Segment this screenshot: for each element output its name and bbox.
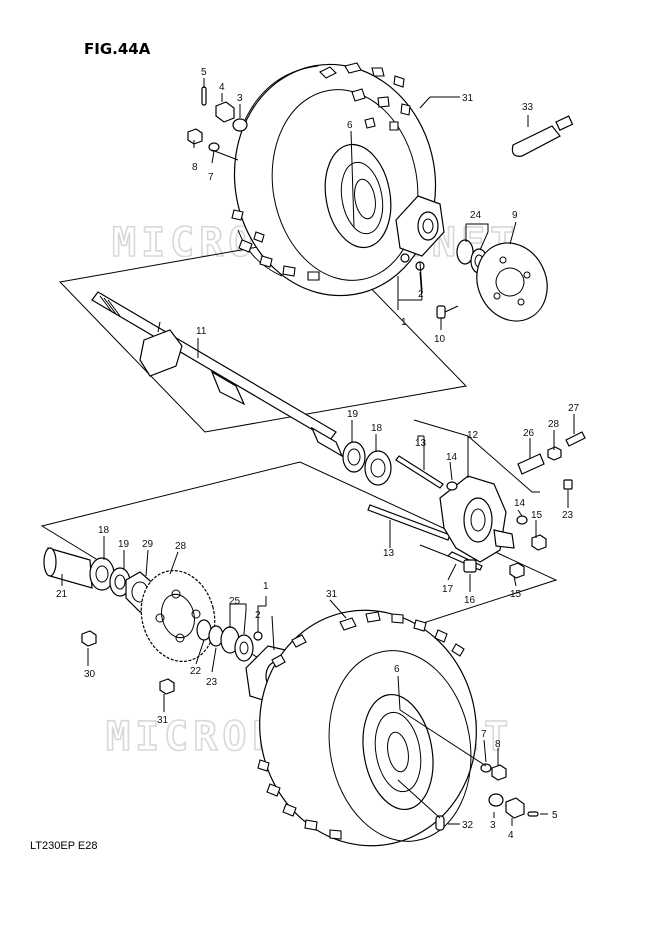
callout-26: 28	[548, 419, 560, 430]
callout-5-lower: 5	[552, 810, 558, 821]
callout-3: 3	[237, 93, 243, 104]
callout-12: 12	[467, 430, 479, 441]
callout-2-lower: 2	[255, 610, 261, 621]
callout-31-lower: 31	[326, 589, 338, 600]
callout-29: 30	[84, 669, 96, 680]
callout-13-upper: 13	[415, 438, 427, 449]
callout-15-upper: 15	[531, 510, 543, 521]
callout-6: 6	[347, 120, 353, 131]
callout-19-upper: 19	[347, 409, 359, 420]
upper-wheel-hub	[395, 195, 445, 271]
upper-wheel-rim	[324, 143, 392, 249]
axle-bearings-upper	[342, 441, 392, 486]
lower-bearings	[89, 557, 131, 597]
axle-housing	[439, 475, 515, 563]
callout-7-lower: 7	[481, 729, 487, 740]
callout-6-lower: 6	[394, 664, 400, 675]
callout-27: 28	[175, 541, 187, 552]
callout-18-upper: 18	[371, 423, 383, 434]
callout-20: 21	[56, 589, 68, 600]
lower-wheel-rim	[362, 693, 434, 811]
callout-22: 23	[562, 510, 574, 521]
callout-23-lower: 25	[229, 596, 241, 607]
callout-1-lower: 1	[263, 581, 269, 592]
callout-3-lower: 3	[490, 820, 496, 831]
brake-disc	[476, 242, 548, 322]
callout-23-upper: 24	[470, 210, 482, 221]
callout-21-lower: 23	[206, 677, 218, 688]
callout-4: 4	[219, 82, 225, 93]
callout-31-upper: 31	[462, 93, 474, 104]
callout-1: 1	[401, 317, 407, 328]
callout-15-lower: 15	[510, 589, 522, 600]
callout-14-upper: 14	[446, 452, 458, 463]
callout-21-upper: 22	[190, 666, 202, 677]
leader-lines	[61, 78, 575, 826]
figure-footer-code: LT230EP E28	[30, 840, 97, 852]
rear-axle-shaft	[91, 291, 344, 458]
callout-8-lower: 8	[495, 739, 501, 750]
callout-32: 32	[462, 820, 474, 831]
lower-fasteners-right	[435, 763, 539, 831]
sprocket-spacer	[43, 547, 93, 589]
lower-fasteners-left	[81, 630, 175, 695]
callout-2: 2	[418, 289, 424, 300]
callout-16: 16	[464, 595, 476, 606]
callout-19-lower: 19	[118, 539, 130, 550]
callout-5: 5	[201, 67, 207, 78]
figure-title: FIG.44A	[84, 40, 151, 58]
callout-7: 7	[208, 172, 214, 183]
callout-17: 17	[442, 584, 454, 595]
callout-13-lower: 13	[383, 548, 395, 559]
callout-labels: 5 4 3 8 7 31 6 33 24 9 2 1 10 11 19 18 1…	[56, 67, 580, 841]
callout-33: 33	[522, 102, 534, 113]
upper-assembly-frame	[58, 235, 468, 433]
callout-10: 10	[434, 334, 446, 345]
callout-18-lower: 18	[98, 525, 110, 536]
callout-4-lower: 4	[508, 830, 514, 841]
rear-sprocket	[140, 570, 216, 662]
callout-24: 26	[523, 428, 535, 439]
callout-14-lower: 14	[514, 498, 526, 509]
grease-cap	[511, 115, 574, 157]
callout-30: 31	[157, 715, 169, 726]
callout-25: 27	[568, 403, 580, 414]
lower-spacer-set	[196, 619, 254, 662]
disc-bolt	[436, 305, 459, 319]
callout-8: 8	[192, 162, 198, 173]
callout-9: 9	[512, 210, 518, 221]
housing-fasteners	[446, 431, 586, 579]
callout-28: 29	[142, 539, 154, 550]
callout-11: 11	[196, 326, 207, 337]
